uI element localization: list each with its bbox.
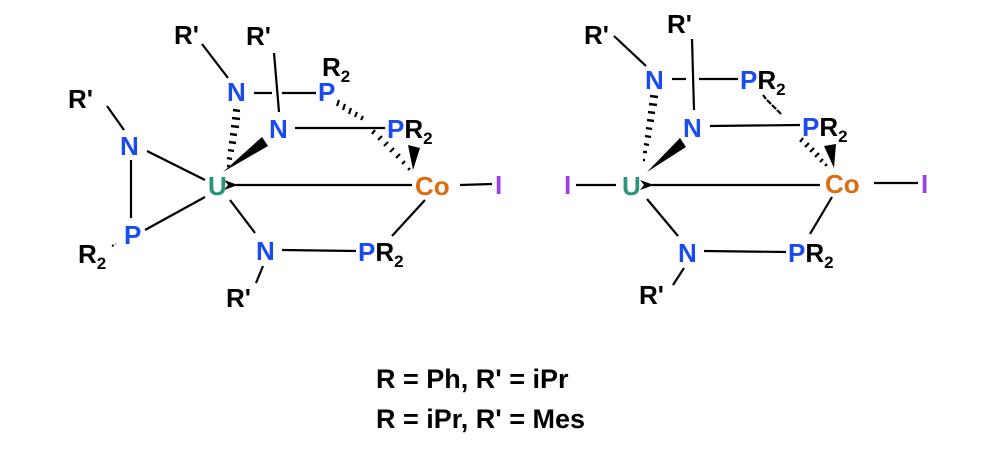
- legend-line-2: R = iPr, R' = Mes: [376, 404, 585, 434]
- bond-rprime-n-mid: [690, 38, 696, 111]
- nitrogen-label: N: [120, 131, 139, 161]
- rprime-label: R': [584, 20, 609, 50]
- cobalt-label: Co: [825, 169, 860, 199]
- hashed-bond-n-u: [226, 108, 241, 168]
- bond-rprime-n-top: [613, 35, 647, 67]
- nitrogen-label: N: [645, 65, 664, 95]
- nitrogen-label: N: [227, 77, 246, 107]
- bond-n-p-lower: [281, 248, 357, 253]
- bond-u-n-lower: [646, 198, 679, 237]
- hashed-bond-p-co: [371, 129, 411, 171]
- right-bonds: [576, 35, 918, 286]
- hashed-bond-p-p: [762, 94, 782, 115]
- rprime-label: R': [174, 20, 199, 50]
- wedge-bond-p-co: [824, 144, 836, 168]
- cobalt-label: Co: [415, 171, 450, 201]
- uranium-label: U: [622, 171, 641, 201]
- nitrogen-label: N: [678, 238, 697, 268]
- nitrogen-label: N: [269, 114, 288, 144]
- pr2-label: PR2: [802, 112, 848, 146]
- r2-label: R2: [78, 239, 106, 273]
- right-complex: R' R' N PR2 N PR2 I U Co I N PR2 R': [564, 9, 928, 310]
- rprime-label: R': [667, 9, 692, 39]
- bond-r2-p: [111, 243, 117, 247]
- pr2-label: PR2: [740, 65, 786, 99]
- bond-u-n-lower: [229, 199, 256, 234]
- left-atoms: R' N P R2 R' R' N P R2 N PR2 U Co I N PR…: [68, 20, 502, 313]
- hashed-bond-n-u: [643, 94, 659, 162]
- substituent-legend: R = Ph, R' = iPr R = iPr, R' = Mes: [376, 364, 585, 434]
- pr2-label: PR2: [387, 114, 433, 148]
- bond-rprime-n-mid: [272, 52, 281, 113]
- bond-n-rprime-lower: [672, 267, 685, 286]
- bond-n-rprime-lower: [254, 265, 265, 284]
- hashed-bond-p-p: [335, 99, 364, 121]
- bond-p-u: [144, 196, 206, 231]
- uranium-label: U: [208, 171, 227, 201]
- right-atoms: R' R' N PR2 N PR2 I U Co I N PR2 R': [564, 9, 928, 310]
- hashed-bond-p-co: [799, 137, 828, 167]
- rprime-label: R': [68, 84, 93, 114]
- wedge-bond-n-u: [647, 138, 686, 172]
- wedge-bond-p-co: [408, 145, 420, 170]
- rprime-label: R': [246, 21, 271, 51]
- nitrogen-label: N: [683, 113, 702, 143]
- bond-co-p-lower: [391, 199, 426, 237]
- bond-co-i: [459, 182, 493, 187]
- pr2-label: PR2: [788, 238, 834, 272]
- phosphorus-label: P: [318, 77, 335, 107]
- rprime-label: R': [639, 280, 664, 310]
- left-complex: R' N P R2 R' R' N P R2 N PR2 U Co I N PR…: [68, 20, 502, 313]
- iodine-label: I: [564, 170, 571, 200]
- phosphorus-label: P: [124, 220, 141, 250]
- iodine-label: I: [921, 169, 928, 199]
- rprime-label: R': [226, 283, 251, 313]
- pr2-label: PR2: [358, 237, 404, 271]
- bond-rprime-n-top: [201, 43, 229, 79]
- left-bonds: [106, 43, 493, 284]
- bond-n-pr2: [709, 123, 801, 128]
- iodine-label: I: [495, 170, 502, 200]
- bond-co-p-lower: [809, 196, 833, 235]
- legend-line-1: R = Ph, R' = iPr: [376, 364, 569, 394]
- bond-rprime-n: [106, 105, 125, 131]
- nitrogen-label: N: [256, 236, 275, 266]
- wedge-bond-n-u: [223, 137, 268, 172]
- r2-label: R2: [322, 52, 350, 86]
- bond-n-u: [146, 150, 206, 181]
- bond-n-p-lower: [703, 249, 787, 254]
